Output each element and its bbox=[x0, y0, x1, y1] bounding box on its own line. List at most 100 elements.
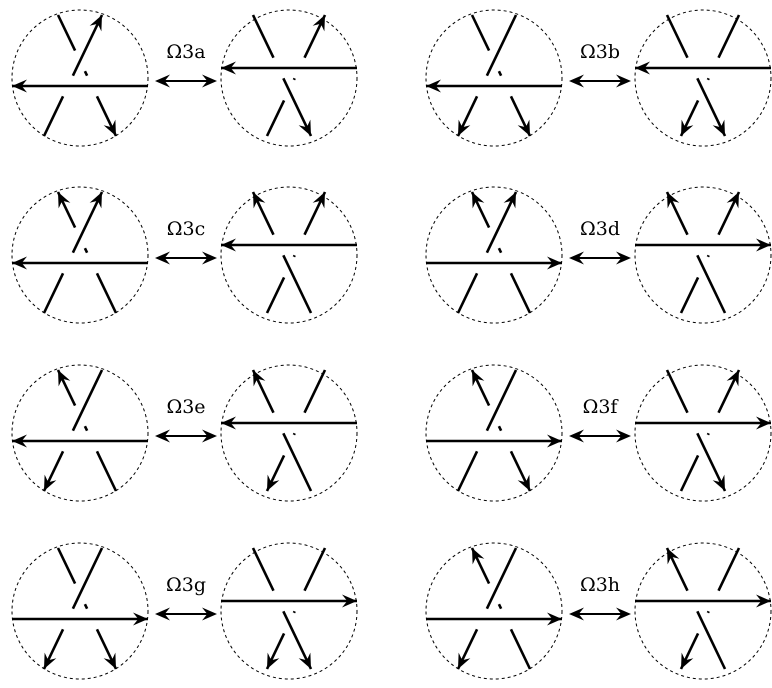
diagonal-strand-2-segment bbox=[292, 432, 296, 436]
diagonal-strand-1-segment bbox=[485, 14, 518, 77]
diagonal-strand-1-segment bbox=[485, 191, 518, 254]
diagonal-strand-2-segment bbox=[509, 628, 532, 670]
diagonal-strand-1-segment bbox=[456, 272, 479, 314]
diagonal-strand-2-segment bbox=[679, 276, 700, 314]
diagonal-strand-2-segment bbox=[706, 254, 710, 258]
diagonal-strand-1-segment bbox=[71, 547, 104, 610]
right-panel-5 bbox=[220, 364, 358, 502]
diagonal-strand-2-segment bbox=[497, 603, 503, 610]
arrow-down-left-icon bbox=[44, 474, 57, 491]
right-panel-7 bbox=[220, 542, 358, 680]
left-panel-2 bbox=[425, 9, 563, 147]
diagonal-strand-1-segment bbox=[71, 191, 104, 254]
arrow-down-right-icon bbox=[298, 119, 311, 136]
arrow-right-icon bbox=[756, 416, 771, 430]
diagonal-strand-2-segment bbox=[706, 432, 710, 436]
arrow-left-icon bbox=[221, 416, 236, 430]
diagonal-strand-2-segment bbox=[56, 547, 77, 585]
arrow-left-icon bbox=[12, 79, 27, 93]
diagonal-strand-2-segment bbox=[497, 70, 503, 77]
arrow-down-right-icon bbox=[298, 652, 311, 669]
move-label: Ω3h bbox=[580, 574, 620, 596]
move-label: Ω3g bbox=[166, 574, 206, 596]
diagonal-strand-2-segment bbox=[509, 272, 532, 314]
arrow-right-icon bbox=[547, 434, 562, 448]
arrow-up-right-icon bbox=[726, 192, 739, 209]
arrow-left-icon bbox=[635, 61, 650, 75]
arrow-down-left-icon bbox=[681, 119, 694, 136]
left-panel-5 bbox=[11, 364, 149, 502]
dashed-circle bbox=[11, 542, 149, 680]
diagonal-strand-1-segment bbox=[485, 369, 518, 432]
double-arrow-icon bbox=[155, 607, 217, 621]
move-label: Ω3d bbox=[580, 218, 620, 240]
dashed-circle bbox=[425, 542, 563, 680]
left-panel-1 bbox=[11, 9, 149, 147]
arrow-right-icon bbox=[342, 594, 357, 608]
double-arrow-left-head bbox=[569, 251, 584, 265]
diagonal-strand-2-segment bbox=[95, 450, 118, 492]
dashed-circle bbox=[220, 186, 358, 324]
double-arrow-icon bbox=[569, 429, 631, 443]
diagonal-strand-2-segment bbox=[497, 425, 503, 432]
arrow-down-left-icon bbox=[267, 474, 280, 491]
arrow-down-right-icon bbox=[712, 474, 725, 491]
double-arrow-right-head bbox=[616, 74, 631, 88]
dashed-circle bbox=[425, 9, 563, 147]
arrow-up-right-icon bbox=[312, 192, 325, 209]
dashed-circle bbox=[634, 186, 772, 324]
double-arrow-right-head bbox=[202, 429, 217, 443]
dashed-circle bbox=[11, 186, 149, 324]
left-panel-7 bbox=[11, 542, 149, 680]
double-arrow-right-head bbox=[202, 74, 217, 88]
diagonal-strand-2-segment bbox=[470, 14, 491, 52]
arrow-down-left-icon bbox=[267, 652, 280, 669]
arrow-left-icon bbox=[221, 61, 236, 75]
arrow-down-right-icon bbox=[712, 119, 725, 136]
right-panel-1 bbox=[220, 9, 358, 147]
right-panel-3 bbox=[220, 186, 358, 324]
diagonal-strand-2-segment bbox=[56, 14, 77, 52]
double-arrow-icon bbox=[155, 74, 217, 88]
dashed-circle bbox=[634, 542, 772, 680]
dashed-circle bbox=[634, 9, 772, 147]
right-panel-8 bbox=[634, 542, 772, 680]
move-label: Ω3b bbox=[580, 41, 620, 63]
arrow-down-right-icon bbox=[103, 652, 116, 669]
diagonal-strand-2-segment bbox=[706, 77, 710, 81]
diagonal-strand-1-segment bbox=[251, 547, 275, 592]
diagonal-strand-1-segment bbox=[696, 610, 727, 670]
diagonal-strand-2-segment bbox=[303, 547, 327, 592]
double-arrow-icon bbox=[155, 429, 217, 443]
diagonal-strand-2-segment bbox=[265, 276, 286, 314]
arrow-right-icon bbox=[756, 594, 771, 608]
arrow-up-left-icon bbox=[472, 548, 485, 565]
arrow-left-icon bbox=[426, 79, 441, 93]
diagonal-strand-1-segment bbox=[282, 432, 313, 492]
left-panel-3 bbox=[11, 186, 149, 324]
diagonal-strand-1-segment bbox=[71, 14, 104, 77]
arrow-left-icon bbox=[12, 434, 27, 448]
arrow-left-icon bbox=[12, 256, 27, 270]
diagonal-strand-2-segment bbox=[303, 369, 327, 414]
diagonal-strand-2-segment bbox=[83, 247, 89, 254]
dashed-circle bbox=[220, 364, 358, 502]
diagonal-strand-2-segment bbox=[706, 610, 710, 614]
arrow-down-left-icon bbox=[458, 652, 471, 669]
diagonal-strand-1-segment bbox=[251, 14, 275, 59]
double-arrow-right-head bbox=[202, 607, 217, 621]
arrow-up-left-icon bbox=[472, 192, 485, 209]
left-panel-8 bbox=[425, 542, 563, 680]
arrow-up-right-icon bbox=[312, 15, 325, 32]
diagonal-strand-1-segment bbox=[456, 450, 479, 492]
diagonal-strand-2-segment bbox=[95, 272, 118, 314]
diagonal-strand-2-segment bbox=[497, 247, 503, 254]
diagonal-strand-1-segment bbox=[665, 369, 689, 414]
arrow-down-left-icon bbox=[44, 652, 57, 669]
arrow-up-left-icon bbox=[58, 370, 71, 387]
double-arrow-left-head bbox=[155, 251, 170, 265]
diagonal-strand-1-segment bbox=[42, 95, 65, 137]
double-arrow-icon bbox=[569, 607, 631, 621]
diagonal-strand-2-segment bbox=[292, 254, 296, 258]
